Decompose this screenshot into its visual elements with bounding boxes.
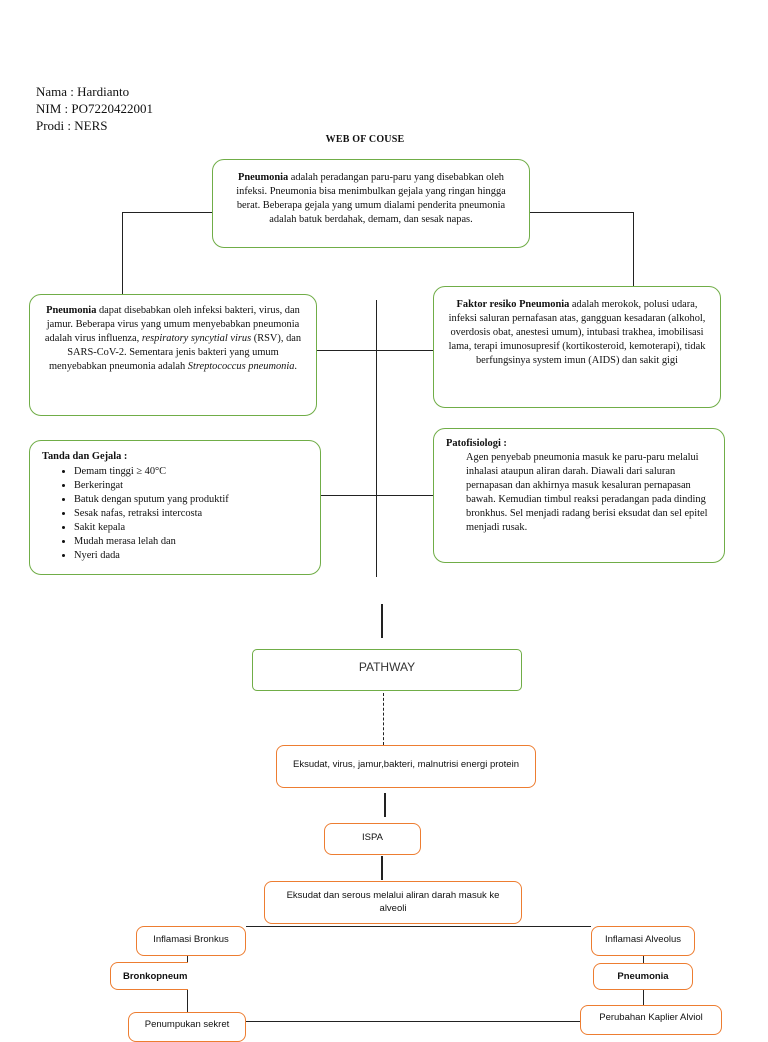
connector-line (376, 300, 378, 577)
connector-line (633, 212, 635, 286)
connector-line (122, 212, 213, 214)
ispa-label: ISPA (362, 832, 383, 843)
inflamasi-bronkus-box: Inflamasi Bronkus (136, 926, 246, 956)
pathway-label: PATHWAY (358, 660, 416, 674)
connector-line (384, 793, 386, 817)
student-prodi: Prodi : NERS (36, 118, 108, 133)
connector-line (316, 350, 434, 352)
causes-text-2: (RSV), dan SARS-CoV-2. Sementara jenis b… (48, 333, 302, 372)
causes-box: Pneumonia dapat disebabkan oleh infeksi … (29, 294, 317, 416)
pneumonia-pathway-box: Pneumonia (593, 963, 693, 990)
penumpukan-label: Penumpukan sekret (144, 1019, 230, 1030)
serous-box: Eksudat dan serous melalui aliran darah … (264, 881, 522, 924)
connector-line (643, 988, 645, 1006)
pathway-box: PATHWAY (252, 649, 522, 691)
bronkopneumonia-label: Bronkopneum (123, 971, 188, 982)
page-title: WEB OF COUSE (325, 134, 405, 145)
definition-box: Pneumonia adalah peradangan paru-paru ya… (212, 159, 530, 248)
eksudat-label: Eksudat, virus, jamur,bakteri, malnutris… (293, 759, 519, 770)
symptoms-list: Demam tinggi ≥ 40°C Berkeringat Batuk de… (42, 465, 308, 563)
dashed-connector (383, 693, 384, 745)
causes-text-3: . (294, 361, 298, 372)
symptom-item: Batuk dengan sputum yang produktif (74, 493, 308, 507)
inflamasi-alveolus-label: Inflamasi Alveolus (604, 934, 682, 945)
risk-factor-box: Faktor resiko Pneumonia adalah merokok, … (433, 286, 721, 408)
causes-italic-1: respiratory syncytial virus (141, 333, 252, 344)
risk-term: Faktor resiko Pneumonia (456, 299, 570, 310)
inflamasi-bronkus-label: Inflamasi Bronkus (153, 934, 229, 945)
connector-line (320, 495, 434, 497)
risk-text: adalah merokok, polusi udara, infeksi sa… (448, 299, 706, 366)
penumpukan-box: Penumpukan sekret (128, 1012, 246, 1042)
perubahan-box: Perubahan Kaplier Alviol (580, 1005, 722, 1035)
serous-label: Eksudat dan serous melalui aliran darah … (286, 890, 500, 914)
symptom-item: Berkeringat (74, 479, 308, 493)
pneumonia-pathway-label: Pneumonia (617, 971, 669, 982)
perubahan-label: Perubahan Kaplier Alviol (599, 1012, 703, 1023)
student-name: Nama : Hardianto (36, 84, 130, 99)
symptom-item: Demam tinggi ≥ 40°C (74, 465, 308, 479)
eksudat-box: Eksudat, virus, jamur,bakteri, malnutris… (276, 745, 536, 788)
connector-line (643, 955, 645, 965)
definition-term: Pneumonia (237, 172, 289, 183)
symptoms-title: Tanda dan Gejala : (42, 451, 128, 462)
connector-line (246, 1021, 580, 1023)
pathophysiology-box: Patofisiologi : Agen penyebab pneumonia … (433, 428, 725, 563)
causes-term: Pneumonia (46, 305, 97, 316)
bronkopneumonia-box: Bronkopneum (110, 962, 188, 990)
definition-text: adalah peradangan paru-paru yang disebab… (236, 172, 506, 225)
connector-line (529, 212, 633, 214)
connector-line (381, 604, 383, 638)
connector-line (246, 926, 591, 928)
student-nim: NIM : PO7220422001 (36, 101, 154, 116)
connector-line (381, 856, 383, 880)
causes-italic-2: Streptococcus pneumonia (187, 361, 295, 372)
inflamasi-alveolus-box: Inflamasi Alveolus (591, 926, 695, 956)
symptoms-box: Tanda dan Gejala : Demam tinggi ≥ 40°C B… (29, 440, 321, 575)
symptom-item: Sesak nafas, retraksi intercosta (74, 507, 308, 521)
connector-line (122, 212, 124, 295)
causes-text-1: dapat disebabkan oleh infeksi bakteri, v… (44, 305, 300, 344)
patho-text: Agen penyebab pneumonia masuk ke paru-pa… (466, 452, 708, 533)
symptom-item: Mudah merasa lelah dan (74, 535, 308, 549)
patho-title: Patofisiologi : (446, 438, 507, 449)
symptom-item: Sakit kepala (74, 521, 308, 535)
ispa-box: ISPA (324, 823, 421, 855)
symptom-item: Nyeri dada (74, 549, 308, 563)
